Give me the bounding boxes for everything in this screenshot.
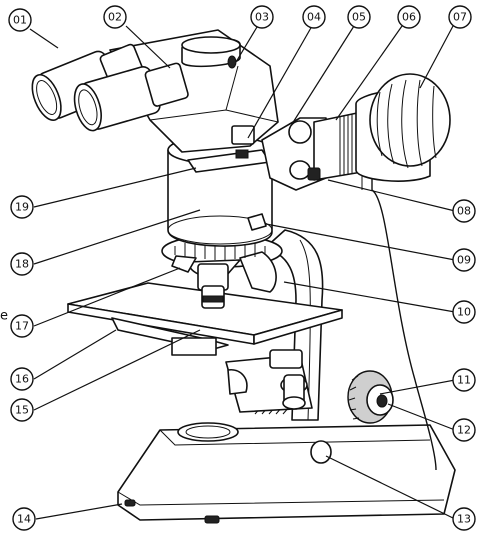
callout-04: 04 <box>302 5 326 29</box>
callout-label-10: 10 <box>457 306 471 319</box>
callout-12: 12 <box>452 418 476 442</box>
callout-09: 09 <box>452 248 476 272</box>
callout-label-11: 11 <box>457 374 471 387</box>
stray-letter: e <box>0 309 8 324</box>
callout-label-03: 03 <box>255 11 269 24</box>
callout-03: 03 <box>250 5 274 29</box>
callout-label-17: 17 <box>15 320 29 333</box>
callout-15: 15 <box>10 398 34 422</box>
callout-07: 07 <box>448 5 472 29</box>
callout-label-08: 08 <box>457 205 471 218</box>
callout-label-01: 01 <box>13 14 27 27</box>
callout-label-05: 05 <box>352 11 366 24</box>
callout-18: 18 <box>10 252 34 276</box>
leader-lines <box>29 21 456 520</box>
callout-label-02: 02 <box>108 11 122 24</box>
callout-16: 16 <box>10 367 34 391</box>
microscope-drawing <box>31 29 456 524</box>
callout-label-09: 09 <box>457 254 471 267</box>
callout-label-06: 06 <box>402 11 416 24</box>
callout-11: 11 <box>452 368 476 392</box>
callout-label-19: 19 <box>15 201 29 214</box>
callout-08: 08 <box>452 199 476 223</box>
callout-label-12: 12 <box>457 424 471 437</box>
callout-label-16: 16 <box>15 373 29 386</box>
callout-10: 10 <box>452 300 476 324</box>
callout-label-18: 18 <box>15 258 29 271</box>
callout-label-04: 04 <box>307 11 321 24</box>
callout-17: 17 <box>10 314 34 338</box>
callout-01: 01 <box>8 8 32 32</box>
callout-06: 06 <box>397 5 421 29</box>
callout-05: 05 <box>347 5 371 29</box>
callout-19: 19 <box>10 195 34 219</box>
callout-14: 14 <box>12 507 36 531</box>
callout-label-13: 13 <box>457 513 471 526</box>
callout-13: 13 <box>452 507 476 531</box>
callout-label-14: 14 <box>17 513 31 526</box>
callout-label-07: 07 <box>453 11 467 24</box>
callout-label-15: 15 <box>15 404 29 417</box>
callout-02: 02 <box>103 5 127 29</box>
